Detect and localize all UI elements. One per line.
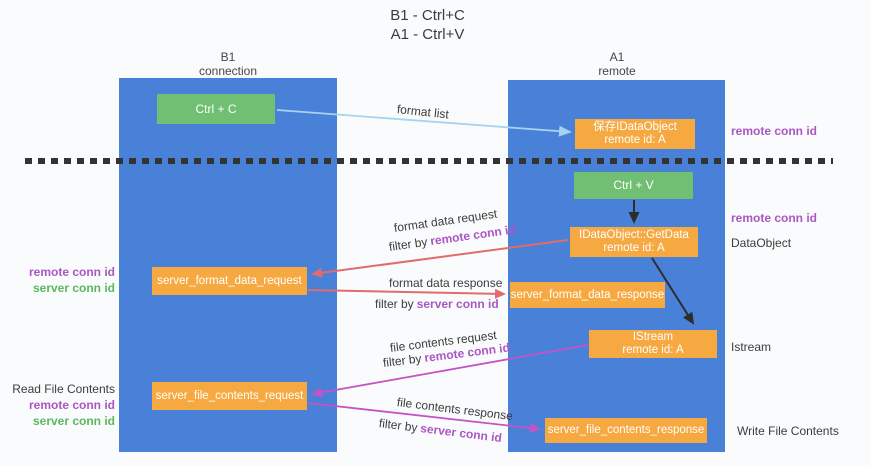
save-idataobject-line1: 保存IDataObject: [593, 121, 677, 133]
ctrl-c-label: Ctrl + C: [195, 101, 237, 116]
read-file-contents-label: Read File Contents: [12, 382, 115, 396]
filter-keyword: server conn id: [416, 297, 499, 311]
server-format-data-response-box: server_format_data_response: [510, 282, 665, 308]
filter-keyword: server conn id: [419, 421, 503, 446]
filter-by-prefix: filter by: [378, 416, 419, 435]
lane-b1-title: B1: [220, 50, 236, 64]
server-file-contents-request-box: server_file_contents_request: [152, 382, 307, 410]
lane-header-b1: B1 connection: [158, 50, 298, 78]
left-format-server-conn-id: server conn id: [32, 281, 115, 295]
lane-a1-subtitle: remote: [598, 64, 636, 78]
lane-a1-title: A1: [609, 50, 625, 64]
format-data-response-label: format data response: [389, 276, 503, 290]
dashed-separator-line: [25, 158, 833, 164]
istream-box: IStream remote id: A: [589, 330, 717, 358]
save-idataobject-line2: remote id: A: [604, 134, 666, 146]
istream-line2: remote id: A: [622, 344, 684, 356]
left-format-conn-id-group: remote conn id server conn id: [10, 264, 115, 296]
ctrl-c-box: Ctrl + C: [157, 94, 275, 124]
diagram-title: B1 - Ctrl+C A1 - Ctrl+V: [330, 6, 525, 44]
server-format-data-response-label: server_format_data_response: [510, 288, 665, 301]
lane-header-a1: A1 remote: [547, 50, 687, 78]
title-line-1: B1 - Ctrl+C: [390, 7, 465, 24]
file-contents-response-label: file contents response: [396, 395, 514, 424]
write-file-contents-label: Write File Contents: [737, 424, 839, 438]
idataobject-getdata-line1: IDataObject::GetData: [579, 229, 689, 241]
server-file-contents-request-label: server_file_contents_request: [155, 389, 304, 402]
idataobject-getdata-box: IDataObject::GetData remote id: A: [570, 227, 698, 257]
title-line-2: A1 - Ctrl+V: [390, 26, 465, 43]
left-format-remote-conn-id: remote conn id: [28, 265, 115, 279]
ctrl-v-box: Ctrl + V: [574, 172, 693, 199]
left-file-conn-id-group: Read File Contents remote conn id server…: [10, 381, 115, 429]
format-list-label: format list: [396, 102, 450, 122]
right-remote-conn-id-mid-label: remote conn id: [731, 211, 818, 225]
istream-line1: IStream: [632, 331, 674, 343]
arrow-format-data-response: [307, 288, 506, 299]
left-file-server-conn-id: server conn id: [32, 414, 115, 428]
idataobject-getdata-line2: remote id: A: [603, 242, 665, 254]
server-format-data-request-label: server_format_data_request: [157, 274, 302, 287]
server-file-contents-response-box: server_file_contents_response: [545, 418, 707, 443]
left-file-remote-conn-id: remote conn id: [28, 398, 115, 412]
ctrl-v-label: Ctrl + V: [613, 178, 654, 192]
istream-side-label: Istream: [731, 340, 772, 354]
right-remote-conn-id-top-label: remote conn id: [731, 124, 818, 138]
dataobject-label: DataObject: [731, 236, 792, 250]
server-format-data-request-box: server_format_data_request: [152, 267, 307, 295]
save-idataobject-box: 保存IDataObject remote id: A: [575, 119, 695, 149]
filter-by-prefix: filter by: [388, 234, 429, 254]
file-contents-response-filter-label: filter byserver conn id: [378, 416, 503, 445]
lane-b1-subtitle: connection: [198, 64, 258, 78]
filter-by-prefix: filter by: [375, 297, 414, 311]
server-file-contents-response-label: server_file_contents_response: [547, 424, 705, 436]
filter-by-prefix: filter by: [382, 351, 423, 370]
